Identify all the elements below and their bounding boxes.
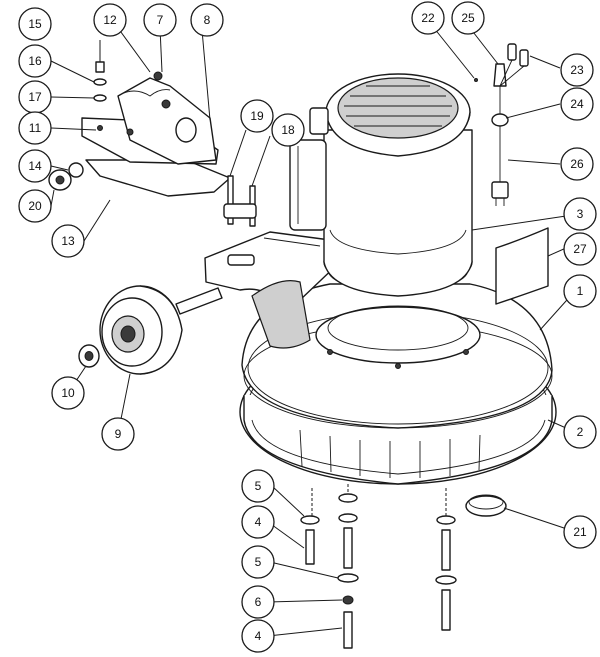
callout-4-upper: 4 — [241, 505, 275, 539]
callout-3-label: 3 — [577, 207, 584, 221]
callout-13: 13 — [51, 224, 85, 258]
callout-12-label: 12 — [103, 13, 117, 27]
wheel-assembly — [78, 285, 223, 375]
callout-13-label: 13 — [61, 234, 75, 248]
callout-15: 15 — [18, 7, 52, 41]
pins-and-block — [223, 175, 257, 227]
callout-8-label: 8 — [204, 13, 211, 27]
callout-9-label: 9 — [115, 427, 122, 441]
bolts-and-washers — [300, 484, 457, 649]
callout-9: 9 — [101, 417, 135, 451]
callout-1: 1 — [563, 274, 597, 308]
callout-20-label: 20 — [28, 199, 42, 213]
callout-11-label: 11 — [29, 121, 42, 135]
callout-16-label: 16 — [28, 54, 42, 68]
callout-19-label: 19 — [250, 109, 264, 123]
callout-6: 6 — [241, 585, 275, 619]
callout-1-label: 1 — [577, 284, 584, 298]
callout-18: 18 — [271, 113, 305, 147]
callout-14: 14 — [18, 149, 52, 183]
base-housing — [239, 283, 557, 485]
bracket-assembly — [81, 71, 231, 197]
callout-25: 25 — [451, 1, 485, 35]
callout-21-label: 21 — [573, 525, 587, 539]
callout-3: 3 — [563, 197, 597, 231]
label-plate — [495, 227, 549, 305]
callout-23: 23 — [560, 53, 594, 87]
callout-2-label: 2 — [577, 425, 584, 439]
callout-26: 26 — [560, 147, 594, 181]
callout-5-lower: 5 — [241, 545, 275, 579]
handle-yoke — [204, 231, 341, 349]
callout-4-lower: 4 — [241, 619, 275, 653]
callout-27-label: 27 — [573, 242, 587, 256]
small-hardware — [48, 61, 107, 191]
callout-22: 22 — [411, 1, 445, 35]
callout-7: 7 — [143, 3, 177, 37]
motor — [289, 73, 473, 297]
callout-10: 10 — [51, 376, 85, 410]
callout-21: 21 — [563, 515, 597, 549]
callout-19: 19 — [240, 99, 274, 133]
callout-7-label: 7 — [157, 13, 164, 27]
callout-2: 2 — [563, 415, 597, 449]
clip — [465, 494, 507, 517]
callout-20: 20 — [18, 189, 52, 223]
power-cord — [474, 43, 529, 206]
callout-10-label: 10 — [61, 386, 75, 400]
callout-14-label: 14 — [28, 159, 42, 173]
callout-24-label: 24 — [570, 97, 584, 111]
callout-15-label: 15 — [28, 17, 42, 31]
callout-18-label: 18 — [281, 123, 295, 137]
callout-27: 27 — [563, 232, 597, 266]
callout-11: 11 — [18, 111, 52, 145]
callout-6-label: 6 — [255, 595, 262, 609]
callout-25-label: 25 — [461, 11, 475, 25]
callout-5-upper: 5 — [241, 469, 275, 503]
callout-22-label: 22 — [421, 11, 435, 25]
callout-24: 24 — [560, 87, 594, 121]
callout-12: 12 — [93, 3, 127, 37]
callout-17-label: 17 — [28, 90, 42, 104]
callout-5-lower-label: 5 — [255, 555, 262, 569]
callout-17: 17 — [18, 80, 52, 114]
callout-4-upper-label: 4 — [255, 515, 262, 529]
callout-23-label: 23 — [570, 63, 584, 77]
callout-5-upper-label: 5 — [255, 479, 262, 493]
callout-26-label: 26 — [570, 157, 584, 171]
callout-16: 16 — [18, 44, 52, 78]
callout-4-lower-label: 4 — [255, 629, 262, 643]
callout-8: 8 — [190, 3, 224, 37]
